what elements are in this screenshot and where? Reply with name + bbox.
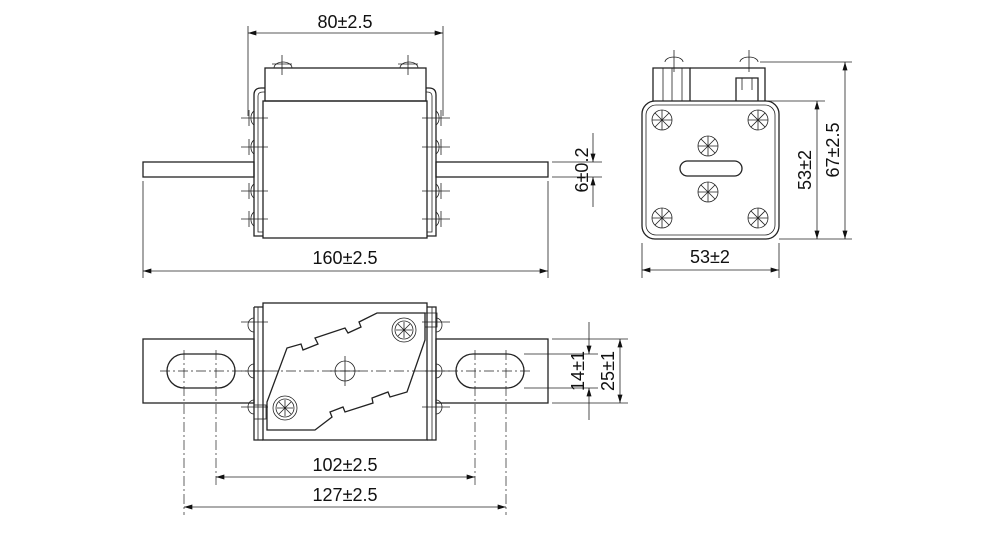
screw-heads xyxy=(241,55,450,227)
front-view: 80±2.5 160±2.5 6±0.2 xyxy=(142,12,602,278)
dim-53-width: 53±2 xyxy=(690,247,730,267)
dim-14: 14±1 xyxy=(568,351,588,391)
dim-80: 80±2.5 xyxy=(318,12,373,32)
dim-127: 127±2.5 xyxy=(313,485,378,505)
dim-67: 67±2.5 xyxy=(823,123,843,178)
left-blade xyxy=(142,161,255,178)
top-screws xyxy=(241,312,450,421)
dim-53-height: 53±2 xyxy=(795,150,815,190)
side-view: 53±2 53±2 67±2.5 xyxy=(641,50,852,278)
dim-102: 102±2.5 xyxy=(313,455,378,475)
right-blade xyxy=(435,161,549,178)
side-screws xyxy=(651,50,769,229)
fuse-element-outline xyxy=(266,312,426,431)
top-view: 102±2.5 127±2.5 14±1 25±1 xyxy=(142,302,628,515)
dim-160: 160±2.5 xyxy=(313,248,378,268)
dim-25: 25±1 xyxy=(598,351,618,391)
dim-6: 6±0.2 xyxy=(572,148,592,193)
